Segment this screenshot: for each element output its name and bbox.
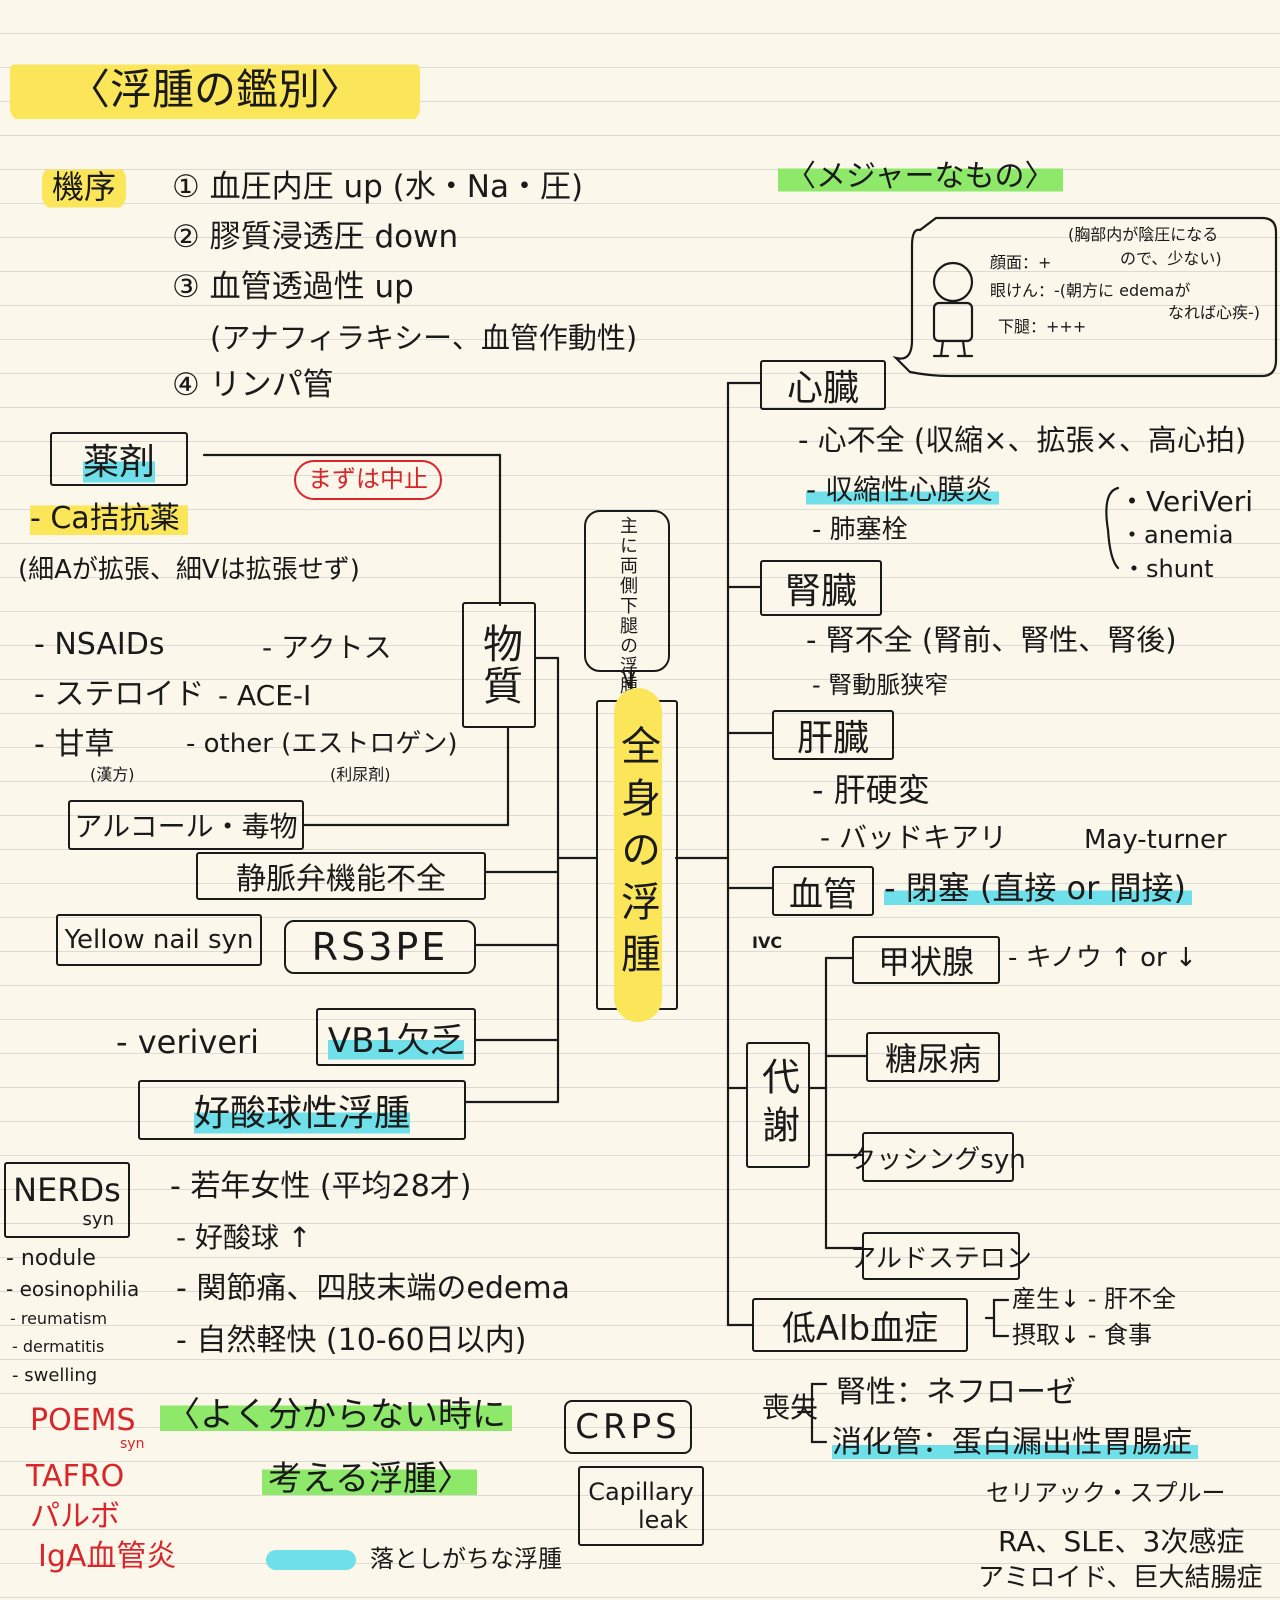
center-label: 全身の浮腫 <box>614 725 660 985</box>
nerds-item: - swelling <box>12 1365 98 1386</box>
heart-item: - 心不全 (収縮×、拡張×、高心拍) <box>798 423 1247 457</box>
kidney-box: 腎臓 <box>760 560 882 616</box>
aldo-box: アルドステロン <box>850 1232 1032 1280</box>
nerds-item: - nodule <box>6 1246 96 1271</box>
drug-item: - other (エストロゲン) <box>186 729 458 759</box>
rs3pe-box: RS3PE <box>284 920 476 974</box>
red-item: POEMS <box>30 1403 136 1438</box>
heart-item: - 肺塞栓 <box>812 515 908 545</box>
venous-box: 静脈弁機能不全 <box>196 852 486 900</box>
drug-item: - ACE-I <box>218 679 312 712</box>
loss-item: 腎性：ネフローゼ <box>836 1375 1076 1410</box>
mechanism-item: (アナフィラキシー、血管作動性) <box>210 321 638 355</box>
substance-box: 物質 <box>462 602 536 728</box>
mechanism-item: ④ リンパ管 <box>172 367 334 403</box>
kidney-item: - 腎動脈狭窄 <box>812 671 949 699</box>
dm-box: 糖尿病 <box>866 1032 1000 1082</box>
liver-item: - バッドキアリ <box>820 821 1008 854</box>
stop-first-note: まずは中止 <box>294 460 442 500</box>
yellow-nail-box: Yellow nail syn <box>56 914 262 966</box>
center-note: 主に両側下腿の浮腫 <box>584 510 670 696</box>
eos-item: - 若年女性 (平均28才) <box>170 1169 472 1204</box>
red-item: IgA血管炎 <box>38 1539 177 1574</box>
mechanism-label: 機序 <box>42 165 127 210</box>
lowalb-note: RA、SLE、3次感症 <box>998 1525 1245 1558</box>
nerds-box: NERDs syn <box>4 1162 130 1238</box>
liver-box: 肝臓 <box>772 710 894 760</box>
mechanism-item: ① 血圧内圧 up (水・Na・圧) <box>172 169 584 205</box>
heart-cause: ・anemia <box>1120 521 1234 549</box>
eos-item: - 関節痛、四肢末端のedema <box>176 1271 570 1306</box>
drug-item-sub: (利尿剤) <box>330 765 391 784</box>
veriveri-label: - veriveri <box>116 1023 260 1061</box>
may-turner: May-turner <box>1084 825 1227 855</box>
vessel-item: - 閉塞 (直接 or 間接) <box>884 870 1192 907</box>
lowalb-box: 低Alb血症 <box>752 1298 968 1352</box>
callout-eyelid: なれば心疾-) <box>1168 303 1261 322</box>
center-node: 全身の浮腫 <box>596 688 678 1022</box>
alcohol-box: アルコール・毒物 <box>68 800 304 850</box>
unknown-title: 考える浮腫〉 <box>262 1459 477 1500</box>
nerds-item: - reumatism <box>10 1309 108 1328</box>
major-title: 〈メジャーなもの〉 <box>778 159 1063 195</box>
unknown-title: 〈よく分からない時に <box>160 1395 512 1436</box>
red-item: パルボ <box>30 1499 120 1534</box>
loss-label: 喪失 <box>762 1391 819 1424</box>
eos-item: - 自然軽快 (10-60日以内) <box>176 1323 527 1358</box>
lowalb-note: アミロイド、巨大結腸症 <box>978 1563 1263 1593</box>
heart-cause: ・shunt <box>1122 555 1214 583</box>
heart-item: - 収縮性心膜炎 <box>806 473 1000 507</box>
center-note-arrow: V <box>622 667 636 691</box>
vessel-ivc: IVC <box>752 933 783 952</box>
drug-item: - ステロイド <box>34 677 205 712</box>
drug-item: - 甘草 <box>34 727 115 762</box>
ca-blocker: - Ca拮抗薬 <box>30 501 188 537</box>
eosino-box: 好酸球性浮腫 <box>138 1080 466 1140</box>
red-item: TAFRO <box>26 1459 125 1494</box>
callout-note: (胸部内が陰圧になる <box>1068 225 1219 244</box>
mechanism-item: ② 膠質浸透圧 down <box>172 219 459 255</box>
loss-item: 消化管：蛋白漏出性胃腸症 <box>832 1425 1198 1461</box>
metabolic-box: 代謝 <box>746 1042 810 1168</box>
callout-face: 顔面：+ <box>990 253 1052 272</box>
lowalb-item: 産生↓ - 肝不全 <box>1012 1285 1177 1313</box>
capillary-leak-box: Capillary leak <box>578 1466 704 1546</box>
cushing-box: クッシングsyn <box>850 1132 1026 1182</box>
drug-box: 薬剤 <box>50 432 188 486</box>
red-item-sub: syn <box>120 1436 145 1452</box>
lowalb-note: セリアック・スプルー <box>986 1479 1226 1507</box>
vb1-box: VB1欠乏 <box>316 1008 476 1066</box>
thyroid-box: 甲状腺 <box>852 936 1000 984</box>
callout-eyelid: 眼けん：-(朝方に edemaが <box>990 281 1191 300</box>
kidney-item: - 腎不全 (腎前、腎性、腎後) <box>806 623 1177 657</box>
page-title: 〈浮腫の鑑別〉 <box>10 58 420 122</box>
drug-item: - アクトス <box>262 631 392 664</box>
eos-item: - 好酸球 ↑ <box>176 1221 312 1254</box>
thyroid-note: - キノウ ↑ or ↓ <box>1008 943 1197 973</box>
nerds-item: - dermatitis <box>12 1337 105 1356</box>
ca-note: (細Aが拡張、細Vは拡張せず) <box>18 555 360 585</box>
drug-item-sub: (漢方) <box>90 765 135 784</box>
center-highlight <box>614 688 662 1022</box>
crps-box: CRPS <box>564 1400 692 1454</box>
heart-box: 心臓 <box>760 360 886 410</box>
heart-cause: ・VeriVeri <box>1118 485 1253 518</box>
liver-item: - 肝硬変 <box>812 771 930 809</box>
callout-legs: 下腿：+++ <box>998 317 1087 336</box>
vessel-box: 血管 <box>772 866 874 916</box>
legend-swatch <box>266 1550 356 1570</box>
callout-note: ので、少ない) <box>1120 249 1222 268</box>
legend-label: 落としがちな浮腫 <box>370 1545 562 1573</box>
mechanism-item: ③ 血管透過性 up <box>172 269 414 305</box>
nerds-item: - eosinophilia <box>6 1277 140 1301</box>
lowalb-item: 摂取↓ - 食事 <box>1012 1321 1153 1349</box>
drug-item: - NSAIDs <box>34 627 165 662</box>
